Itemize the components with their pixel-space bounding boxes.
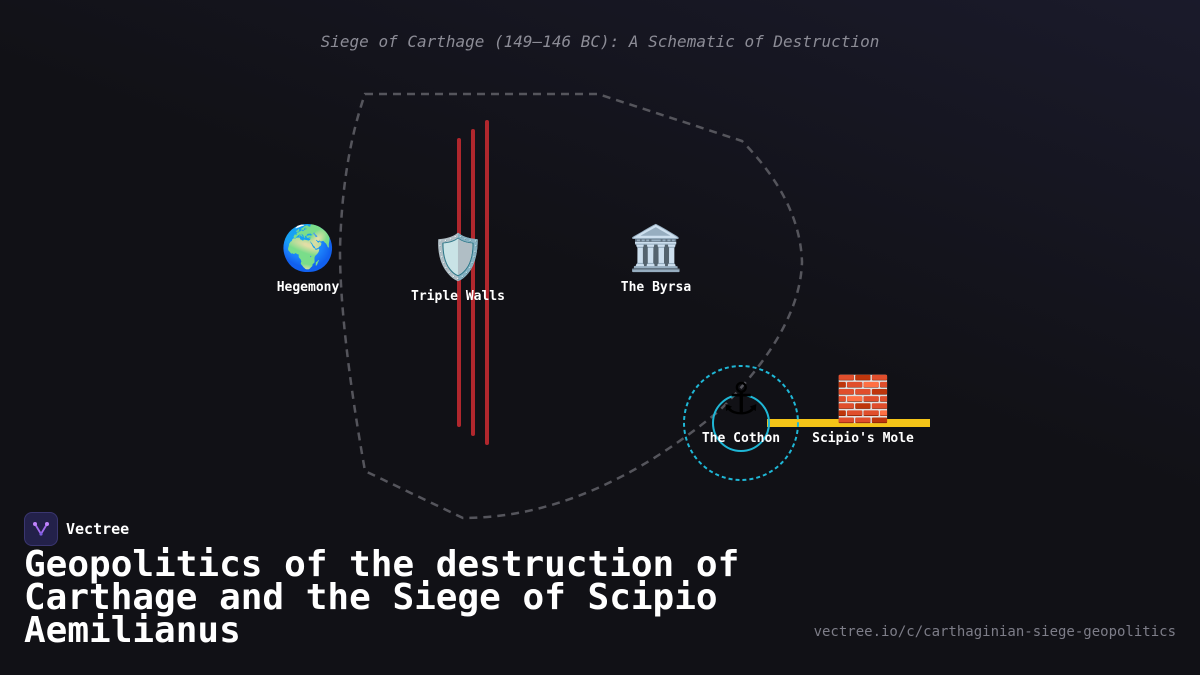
harbor-outer-ring — [683, 365, 799, 481]
brick-icon: 🧱 — [835, 374, 891, 425]
node-label-cothon: The Cothon — [701, 431, 781, 446]
diagram-subtitle: Siege of Carthage (149–146 BC): A Schema… — [320, 32, 880, 51]
brand-name: Vectree — [66, 520, 130, 538]
node-label-mole: Scipio's Mole — [812, 431, 914, 446]
city-outline — [338, 92, 804, 520]
classical-building-icon: 🏛️ — [628, 223, 684, 274]
shield-icon: 🛡️ — [430, 232, 486, 283]
globe-icon: 🌍 — [280, 223, 336, 274]
brand: Vectree — [24, 512, 129, 546]
anchor-icon: ⚓ — [721, 374, 761, 425]
vectree-logo-icon — [24, 512, 58, 546]
source-url: vectree.io/c/carthaginian-siege-geopolit… — [813, 624, 1176, 640]
node-label-byrsa: The Byrsa — [620, 280, 692, 295]
node-label-hegemony: Hegemony — [276, 280, 340, 295]
page-title: Geopolitics of the destruction of Cartha… — [24, 544, 740, 651]
node-label-triple-walls: Triple Walls — [411, 289, 505, 304]
harbor-inner-ring — [712, 394, 770, 452]
